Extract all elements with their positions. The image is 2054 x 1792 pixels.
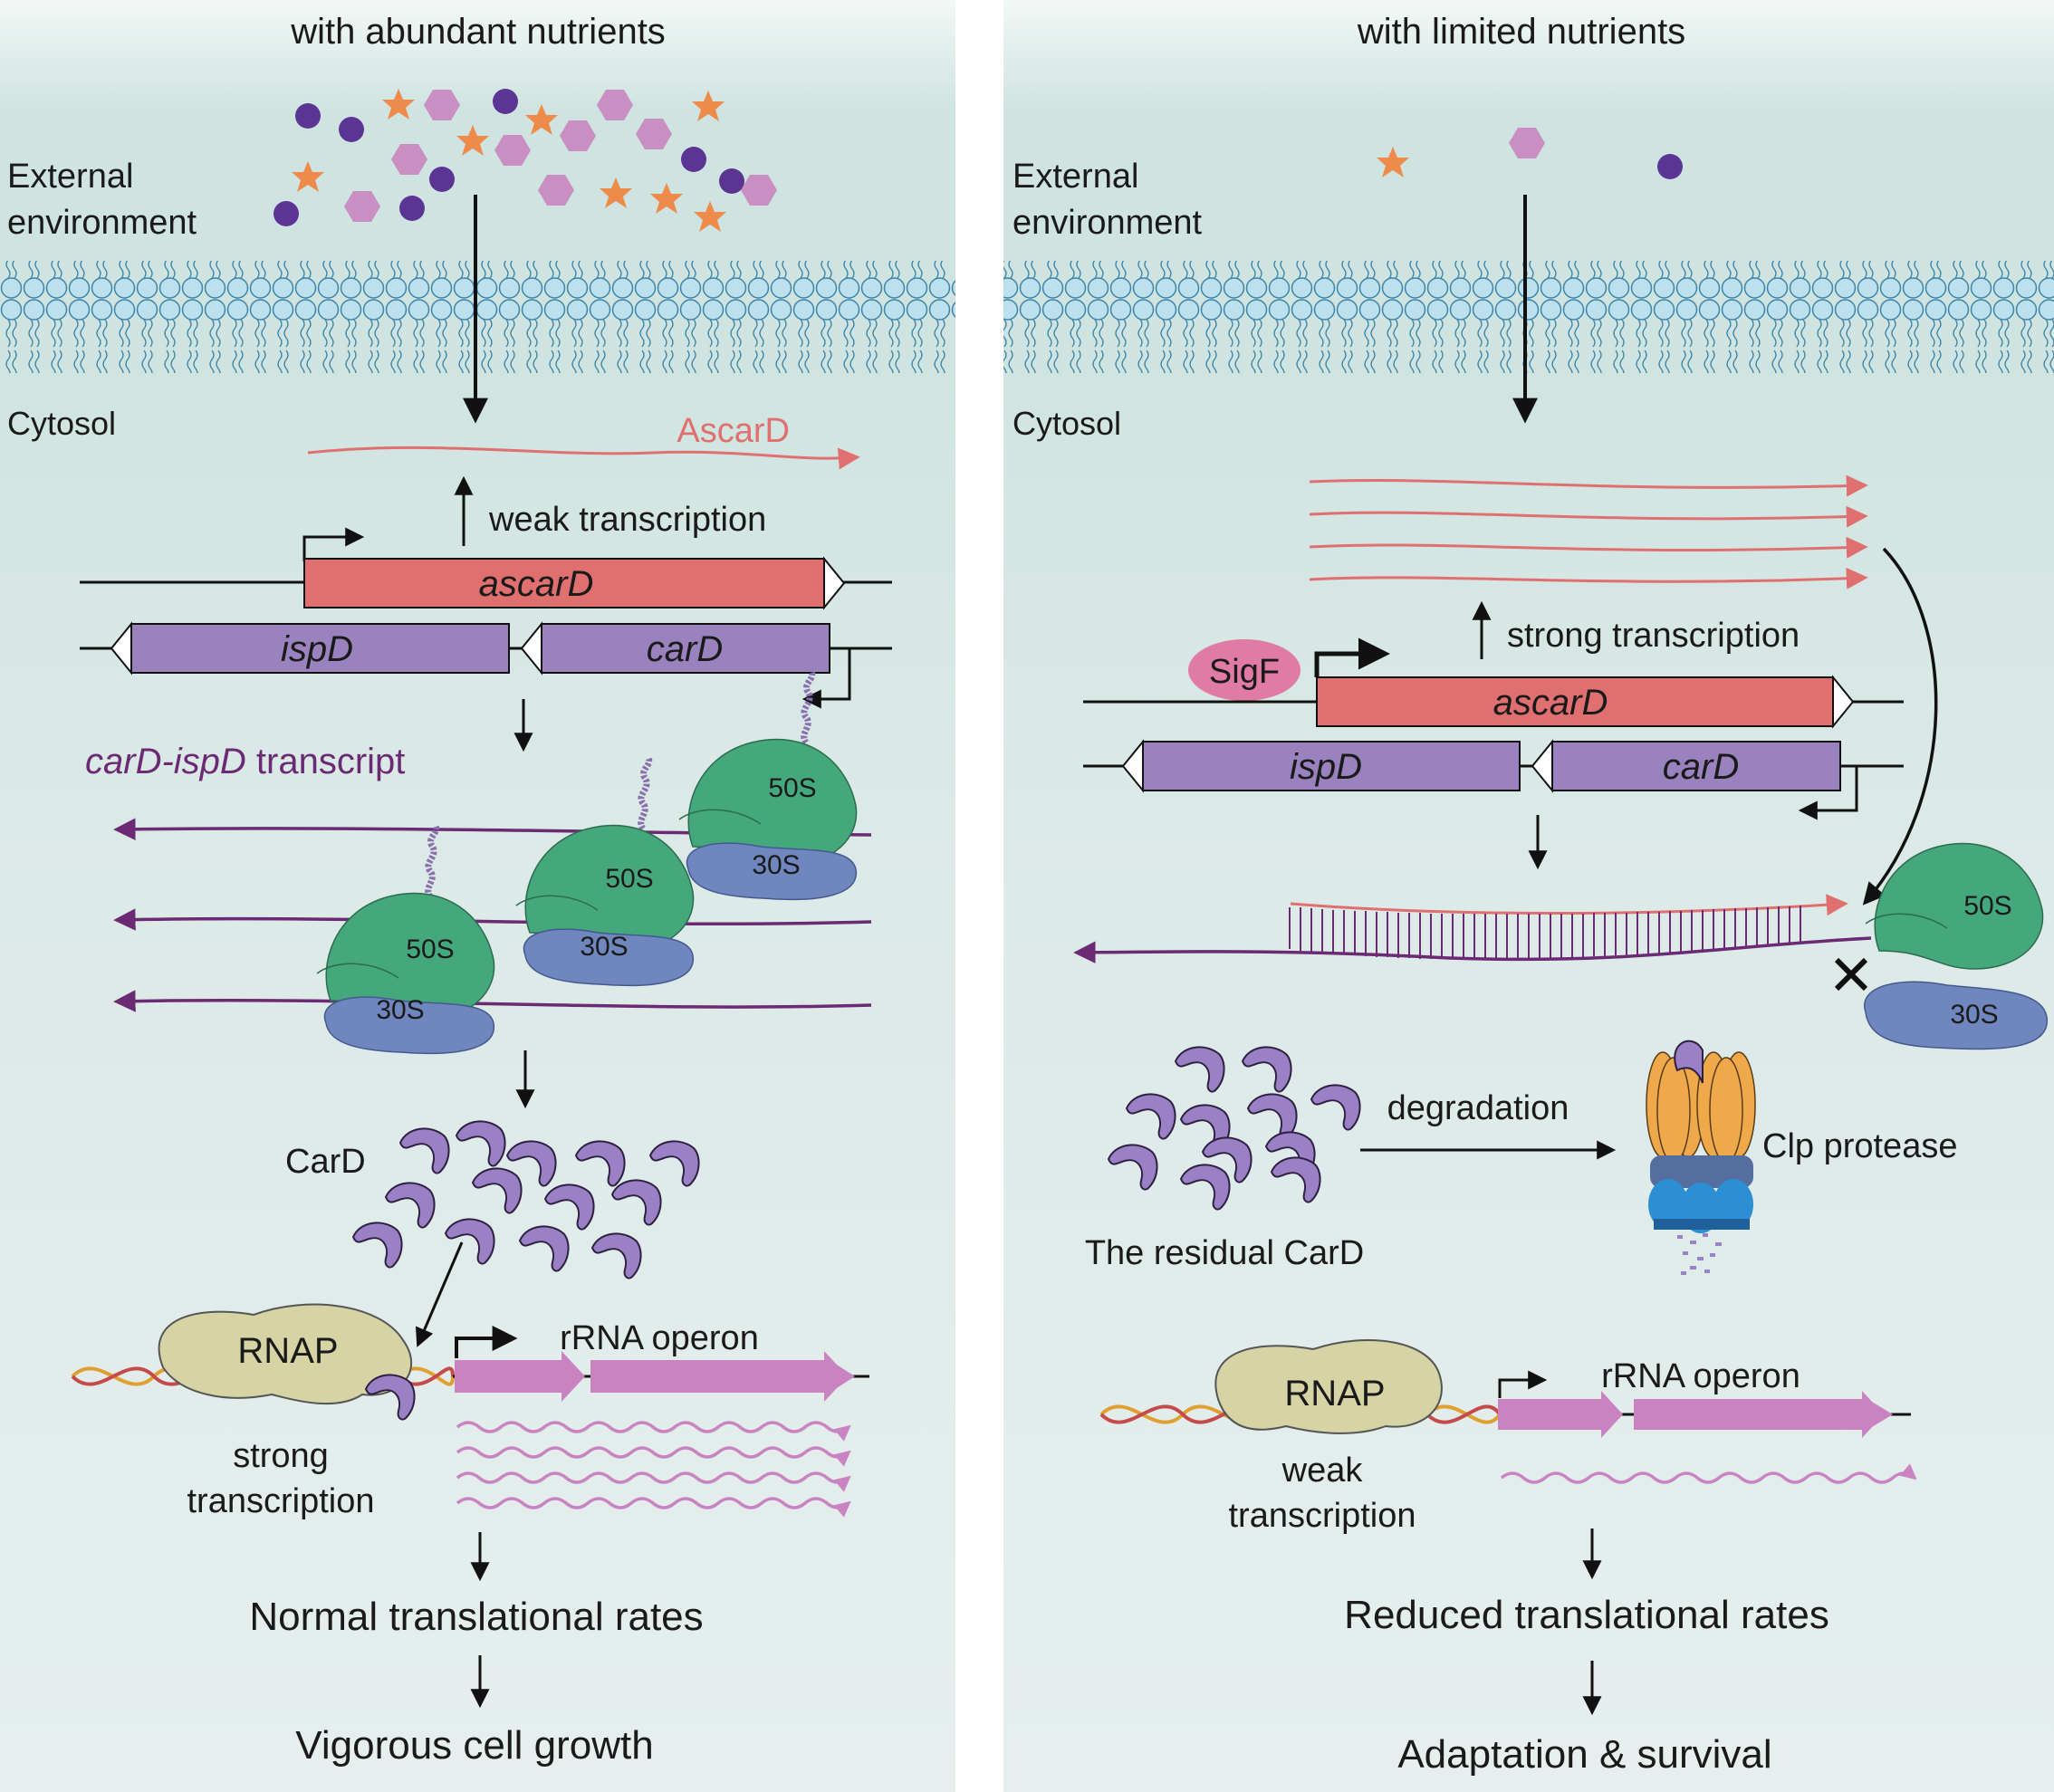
left-weak-transcription-label: weak transcription [488, 501, 766, 539]
right-weak-transcription-line1: weak [1281, 1452, 1364, 1490]
left-rrna-gene-2 [590, 1351, 848, 1402]
right-sigf [1188, 639, 1301, 701]
right-result-1: Reduced translational rates [1344, 1593, 1829, 1637]
left-transcript-3 [113, 990, 872, 1012]
left-result-2: Vigorous cell growth [295, 1723, 653, 1768]
svg-text:30S: 30S [580, 932, 628, 962]
left-external-label-line2: environment [7, 204, 197, 242]
left-rnap [158, 1303, 413, 1405]
left-rnap-label: RNAP [237, 1331, 338, 1371]
right-ascard-promoter [1314, 637, 1390, 677]
left-panel-title: with abundant nutrients [290, 12, 666, 52]
right-duplex-base-pairs [1289, 906, 1801, 959]
left-gene-card-label: carD [647, 629, 723, 669]
left-strong-transcription-line1: strong [233, 1437, 329, 1475]
right-rrna-transcript [1500, 1463, 1917, 1484]
left-transcript-2 [113, 908, 872, 931]
right-card-promoter [1798, 766, 1858, 820]
right-clp-protease-label: Clp protease [1762, 1127, 1957, 1165]
left-ribosome-3: 50S 30S [316, 826, 495, 1055]
right-gene-ascard [1316, 676, 1834, 727]
right-external-label-line2: environment [1013, 204, 1203, 242]
right-gene-ispd [1142, 741, 1521, 791]
right-free-30s: 30S [1863, 981, 2048, 1050]
svg-text:50S: 50S [768, 773, 816, 803]
svg-text:30S: 30S [376, 995, 424, 1025]
svg-text:50S: 50S [406, 934, 454, 964]
left-rrna-transcripts [456, 1421, 851, 1518]
left-ascard-label: AscarD [677, 412, 790, 450]
right-panel-title: with limited nutrients [1357, 12, 1685, 52]
right-membrane [1003, 261, 2054, 373]
left-rrna-operon-label: rRNA operon [560, 1319, 759, 1357]
left-gene-ispd [130, 623, 510, 674]
left-gene-ispd-label: ispD [281, 629, 353, 669]
right-ascard-to-duplex-arrow [1862, 547, 1938, 906]
right-gene-card-label: carD [1663, 747, 1739, 787]
left-rrna-promoter [455, 1326, 518, 1358]
right-gene-card [1551, 741, 1841, 791]
left-card-label: CarD [285, 1143, 366, 1181]
right-strong-transcription-label: strong transcription [1507, 617, 1800, 655]
right-sigf-label: SigF [1209, 653, 1280, 691]
right-gene-ascard-label: ascarD [1493, 683, 1608, 723]
left-ascard-promoter [302, 527, 365, 561]
right-blocked-translation-x-icon [1834, 957, 1868, 992]
right-ascard-in-duplex [1290, 894, 1848, 916]
left-membrane [0, 261, 955, 373]
right-nutrients [1377, 128, 1683, 179]
left-gene-card [541, 623, 830, 674]
left-ribosome-1: 50S 30S [678, 672, 858, 901]
right-rrna-promoter [1498, 1370, 1548, 1398]
left-cytosol-label: Cytosol [7, 405, 116, 442]
left-strong-transcription-line2: transcription [187, 1482, 375, 1520]
left-panel: with abundant nutrients External environ… [0, 0, 955, 1792]
left-rrna-gene-1 [455, 1351, 585, 1402]
left-ribosome-2: 50S 30S [515, 758, 695, 987]
left-result-1: Normal translational rates [249, 1595, 703, 1639]
left-external-label-line1: External [7, 158, 133, 196]
svg-text:30S: 30S [1950, 1000, 1998, 1030]
right-weak-transcription-line2: transcription [1229, 1497, 1416, 1535]
right-rnap [1214, 1339, 1443, 1434]
right-rrna-operon-label: rRNA operon [1601, 1357, 1800, 1395]
right-ascard-rnas [1309, 474, 1868, 589]
right-result-2: Adaptation & survival [1397, 1732, 1771, 1777]
right-card-ispd-transcript [1073, 936, 1872, 964]
left-ascard-rna [307, 446, 860, 470]
right-cytosol-label: Cytosol [1013, 405, 1121, 442]
right-rnap-label: RNAP [1284, 1374, 1385, 1413]
right-gene-ispd-label: ispD [1290, 747, 1362, 787]
left-nutrients [274, 89, 777, 232]
right-degradation-label: degradation [1387, 1089, 1569, 1127]
left-gene-ascard-label: ascarD [479, 564, 594, 604]
left-card-binding-arrow [415, 1241, 464, 1347]
right-panel: with limited nutrients External environm… [1003, 0, 2054, 1792]
left-transcript-label: carD-ispD transcript [85, 742, 405, 781]
right-rrna-gene-1 [1498, 1391, 1623, 1438]
right-external-label-line1: External [1013, 158, 1138, 196]
right-free-ribosome: 50S [1865, 842, 2044, 970]
right-clp-protease [1646, 1040, 1756, 1275]
svg-text:30S: 30S [752, 850, 800, 880]
right-rrna-gene-2 [1634, 1391, 1884, 1438]
svg-text:50S: 50S [1963, 891, 2011, 921]
svg-text:50S: 50S [605, 864, 653, 894]
right-residual-card-label: The residual CarD [1085, 1234, 1364, 1272]
left-card-promoter [801, 648, 851, 709]
